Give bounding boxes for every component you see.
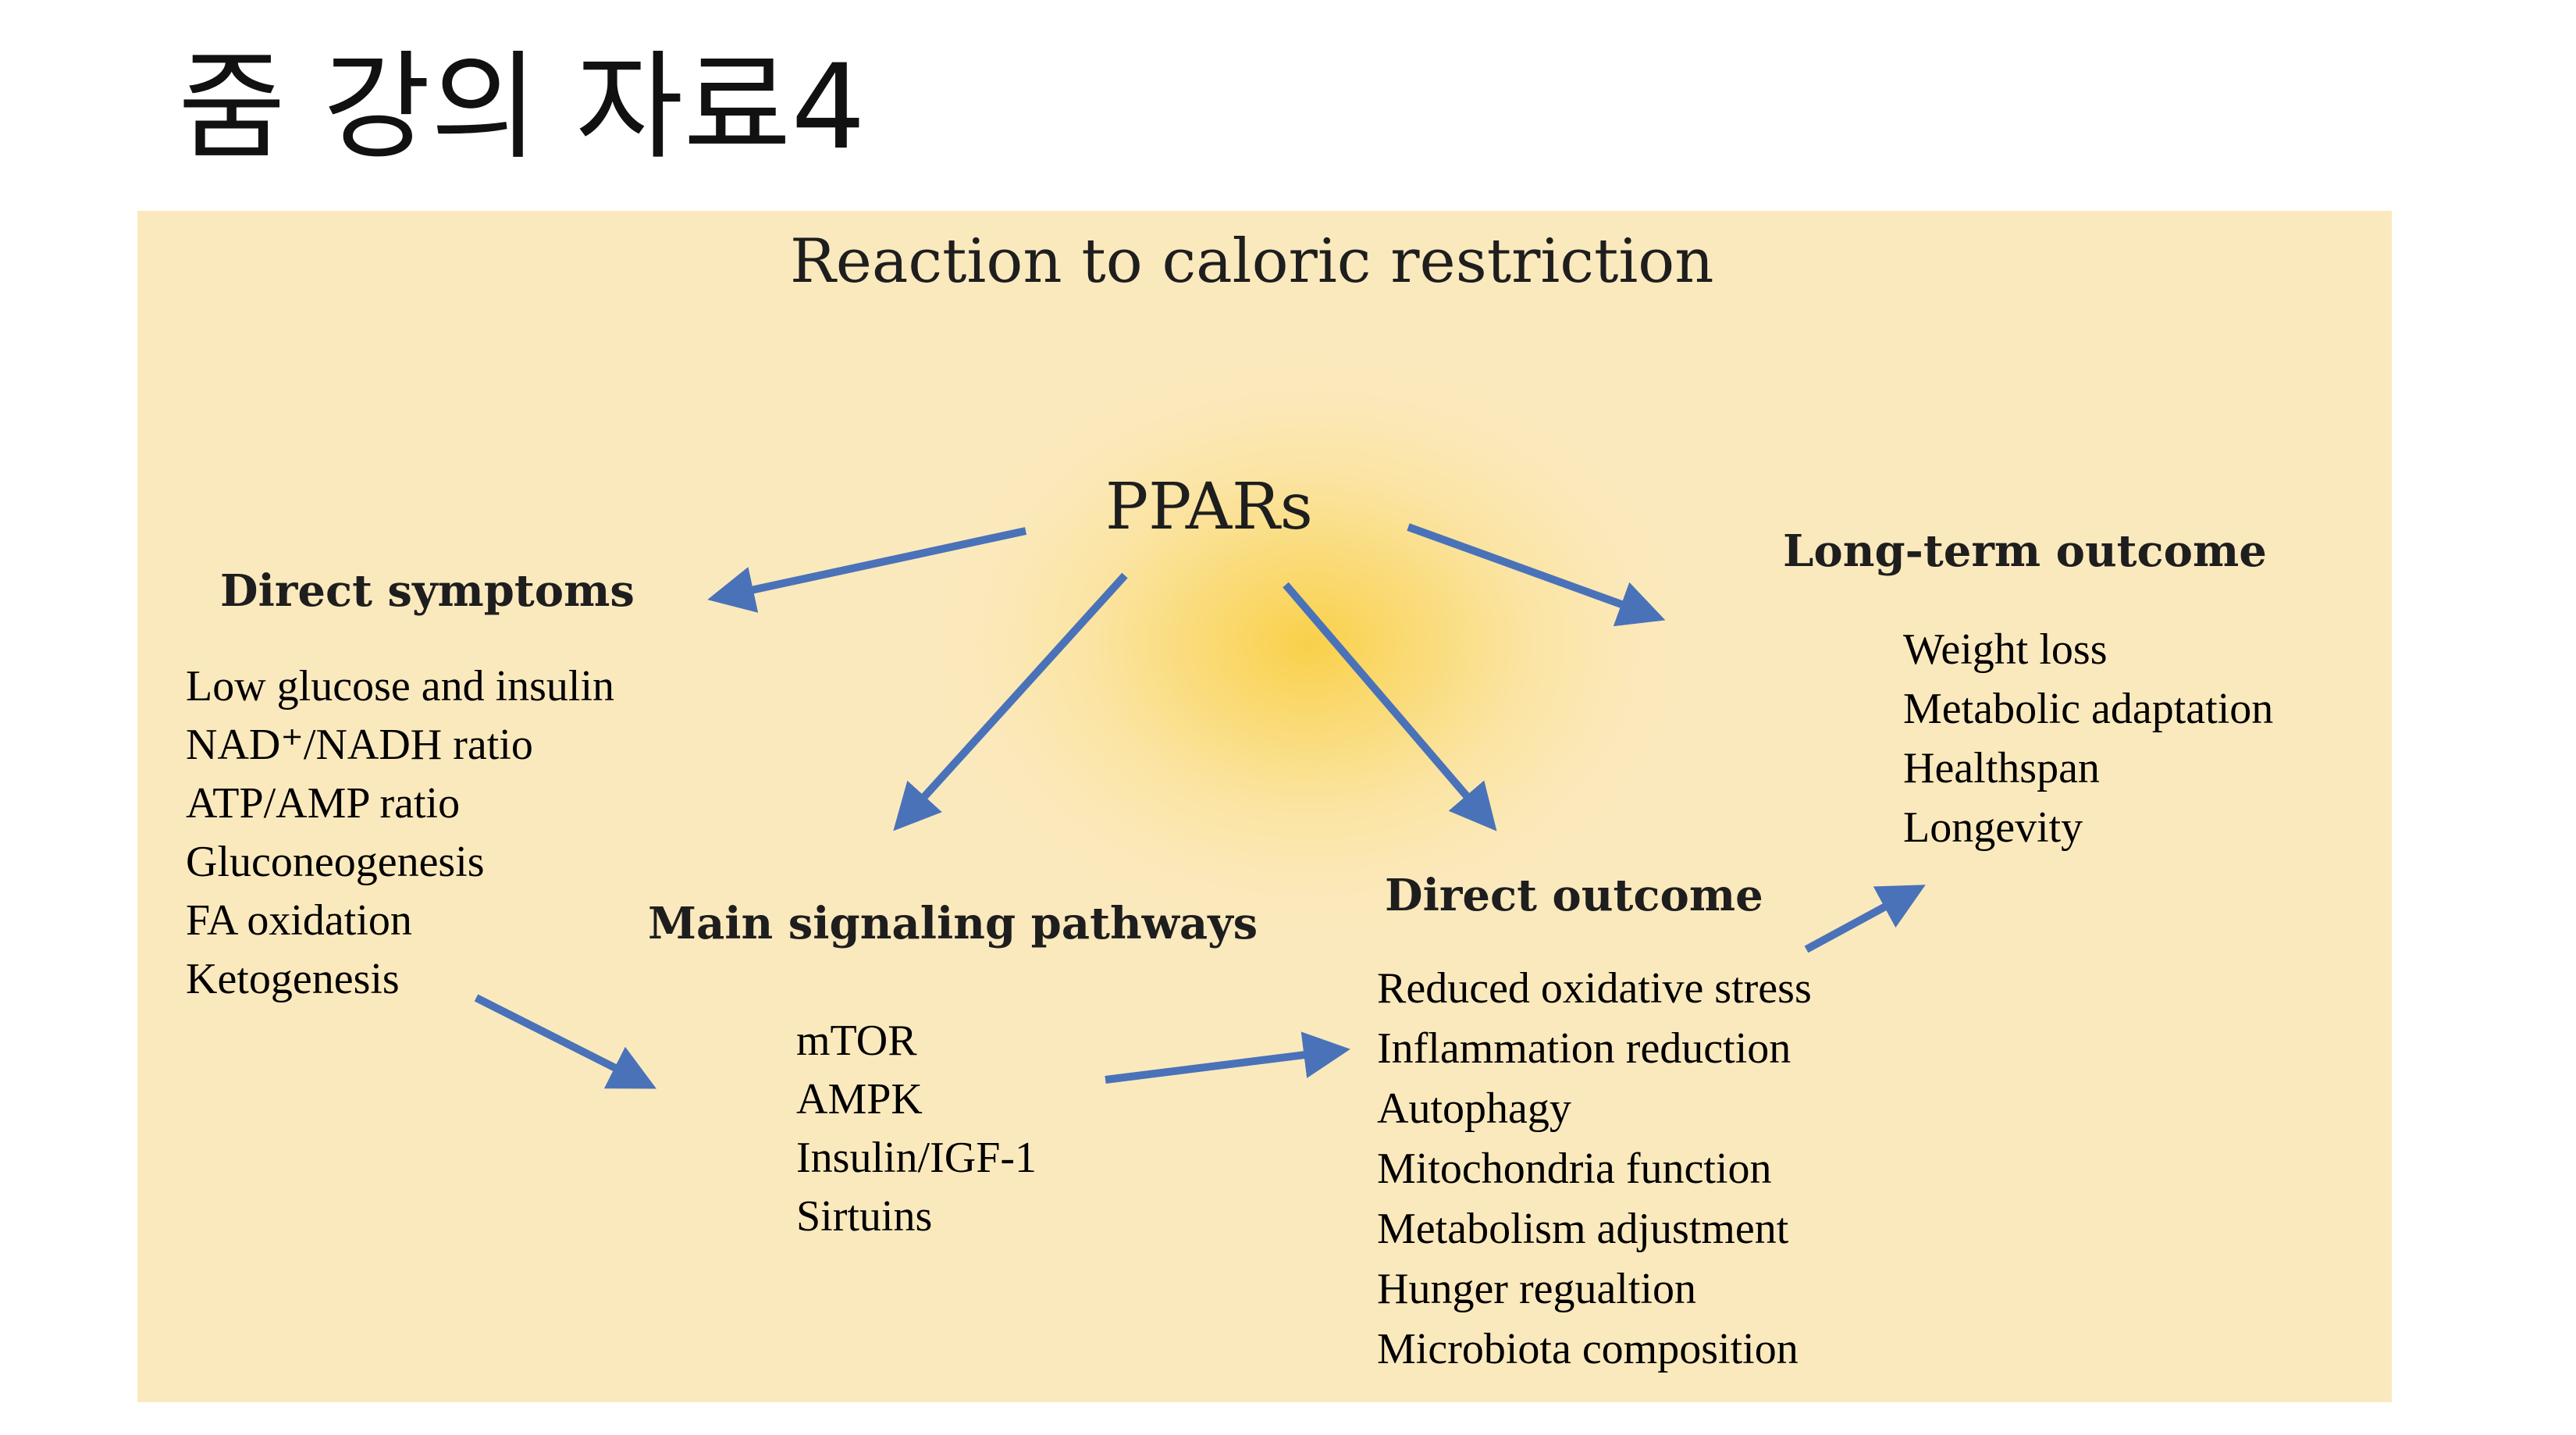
direct-symptoms-heading: Direct symptoms — [220, 565, 635, 617]
list-item: Metabolic adaptation — [1903, 685, 2274, 733]
list-item: ATP/AMP ratio — [186, 779, 461, 828]
list-item: Reduced oxidative stress — [1377, 964, 1812, 1013]
list-item: Mitochondria function — [1377, 1145, 1772, 1193]
list-item: Weight loss — [1903, 625, 2108, 674]
diagram-panel: Reaction to caloric restriction PPARs Di… — [137, 211, 2392, 1402]
list-item: FA oxidation — [186, 896, 412, 945]
list-item: mTOR — [796, 1017, 917, 1065]
list-item: Low glucose and insulin — [186, 662, 615, 710]
arrow-symptoms-to-signaling — [474, 994, 656, 1089]
direct-symptoms-list: Low glucose and insulin NAD⁺/NADH ratio … — [186, 657, 614, 1009]
arrow-signaling-to-outcome — [1105, 1031, 1350, 1084]
list-item: Microbiota composition — [1377, 1325, 1799, 1373]
list-item: Metabolism adjustment — [1377, 1205, 1789, 1253]
long-term-list: Weight loss Metabolic adaptation Healths… — [1903, 620, 2273, 857]
arrow-hub-to-direct-symptoms — [707, 527, 1027, 613]
list-item: AMPK — [796, 1075, 923, 1123]
list-item: Autophagy — [1377, 1084, 1571, 1133]
direct-outcome-heading: Direct outcome — [1385, 870, 1763, 921]
list-item: Healthspan — [1903, 744, 2100, 792]
slide-title: 줌 강의 자료4 — [178, 40, 866, 176]
list-item: Longevity — [1903, 803, 2083, 852]
hub-label: PPARs — [1105, 470, 1313, 544]
arrows-layer — [474, 523, 1926, 1089]
diagram-title: Reaction to caloric restriction — [790, 226, 1714, 297]
main-signaling-heading: Main signaling pathways — [648, 898, 1258, 949]
arrow-hub-to-long-term — [1407, 523, 1666, 627]
list-item: Ketogenesis — [186, 955, 400, 1003]
main-signaling-list: mTOR AMPK Insulin/IGF-1 Sirtuins — [796, 1012, 1037, 1246]
list-item: Sirtuins — [796, 1192, 933, 1241]
long-term-heading: Long-term outcome — [1783, 525, 2267, 577]
list-item: Insulin/IGF-1 — [796, 1134, 1037, 1182]
direct-outcome-list: Reduced oxidative stress Inflammation re… — [1377, 959, 1812, 1380]
arrow-outcome-to-long-term — [1804, 885, 1926, 953]
list-item: NAD⁺/NADH ratio — [186, 721, 533, 769]
list-item: Hunger regualtion — [1377, 1265, 1696, 1313]
arrow-hub-to-main-signaling — [893, 572, 1128, 831]
arrow-hub-to-direct-outcome — [1283, 582, 1497, 831]
list-item: Gluconeogenesis — [186, 838, 485, 886]
list-item: Inflammation reduction — [1377, 1024, 1791, 1073]
